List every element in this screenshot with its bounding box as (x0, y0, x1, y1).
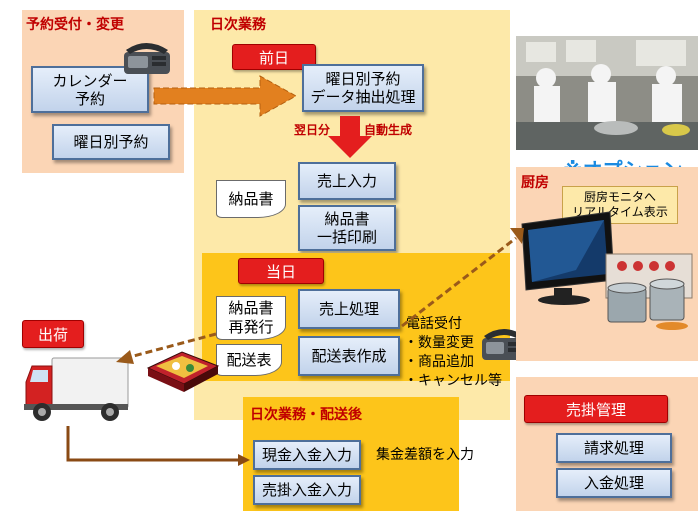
shipping-arrow-icon (116, 332, 217, 364)
billing-button[interactable]: 請求処理 (556, 433, 672, 463)
credit-payment-button[interactable]: 売掛入金入力 (253, 475, 361, 505)
bento-box-icon (146, 351, 220, 392)
next-day-label: 翌日分 (294, 123, 331, 137)
flow-arrow-icon (153, 75, 298, 117)
extract-data-button[interactable]: 曜日別予約 データ抽出処理 (302, 64, 424, 112)
kitchen-title: 厨房 (521, 175, 549, 191)
after-delivery-title: 日次業務・配送後 (250, 407, 362, 423)
sales-input-button[interactable]: 売上入力 (298, 162, 396, 200)
reissue-document: 納品書 再発行 (216, 296, 286, 340)
sales-process-button[interactable]: 売上処理 (298, 289, 400, 329)
monitor-icon (521, 211, 615, 305)
telephone-icon (482, 329, 526, 360)
sameday-badge: 当日 (238, 258, 324, 284)
collection-diff-label: 集金差額を入力 (376, 447, 474, 463)
bulk-print-button[interactable]: 納品書 一括印刷 (298, 205, 396, 251)
cash-payment-button[interactable]: 現金入金入力 (253, 440, 361, 470)
cash-flow-arrow-icon (66, 426, 250, 466)
delivery-list-document: 配送表 (216, 344, 282, 376)
shipping-badge: 出荷 (22, 320, 84, 348)
delivery-note-document: 納品書 (216, 180, 286, 218)
phone-item-add: ・商品追加 (404, 354, 474, 370)
receivable-badge: 売掛管理 (524, 395, 668, 423)
down-arrow-icon (328, 116, 372, 158)
phone-item-cancel: ・キャンセル等 (404, 373, 502, 389)
cooking-pots-icon (605, 253, 693, 330)
phone-reception-label: 電話受付 (406, 316, 462, 332)
truck-icon (24, 357, 129, 421)
reservation-title: 予約受付・変更 (26, 17, 124, 33)
phone-item-quantity: ・数量変更 (404, 335, 474, 351)
kitchen-arrow-icon (401, 228, 524, 328)
payment-button[interactable]: 入金処理 (556, 468, 672, 498)
delivery-list-create-button[interactable]: 配送表作成 (298, 336, 400, 376)
telephone-icon (124, 43, 170, 74)
daily-title: 日次業務 (210, 17, 266, 33)
kitchen-photo (516, 36, 698, 150)
weekday-reservation-button[interactable]: 曜日別予約 (52, 124, 170, 160)
auto-generate-label: 自動生成 (364, 123, 413, 137)
